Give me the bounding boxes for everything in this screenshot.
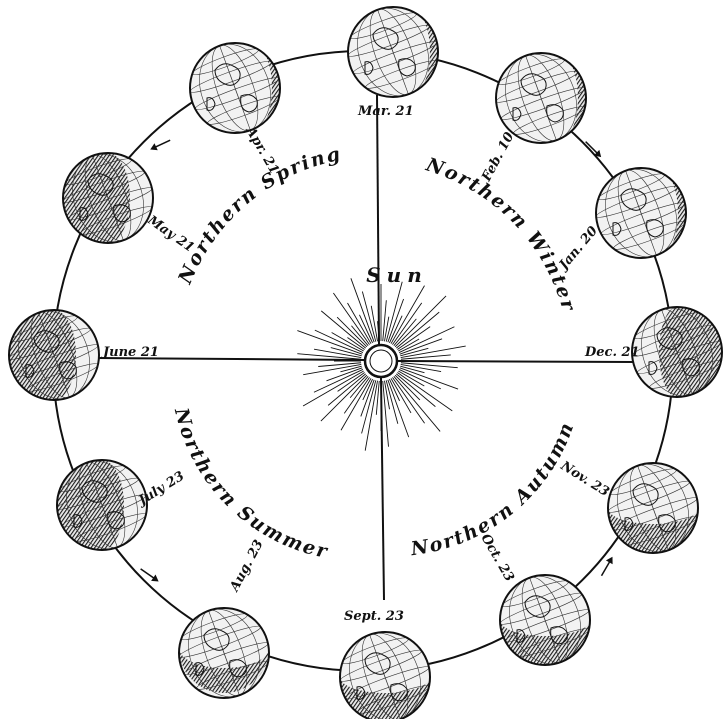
date-label-june-21: June 21 xyxy=(100,345,159,360)
sun-ray xyxy=(303,364,361,374)
axis-line-horizontal-right xyxy=(398,361,635,362)
sun-ray xyxy=(401,363,458,368)
sun-ray xyxy=(344,377,369,413)
earth-globe xyxy=(498,566,593,674)
sun-ray xyxy=(297,354,361,360)
arrow-icon xyxy=(584,140,603,159)
season-label-winter: Northern Winter xyxy=(422,153,579,314)
earth-globe xyxy=(188,34,283,142)
season-label-summer: Northern Summer xyxy=(170,405,331,563)
sun-ray xyxy=(401,346,466,357)
sun-ray xyxy=(400,368,458,389)
sun-ray xyxy=(401,355,451,359)
earth-globe xyxy=(594,159,689,267)
arrow-icon xyxy=(139,566,160,583)
date-label-feb-10: Feb. 10 xyxy=(479,130,518,185)
sun-ray xyxy=(395,296,446,347)
date-label-dec-21: Dec. 21 xyxy=(584,345,640,360)
sun-ray xyxy=(315,330,363,352)
sun-label: Sun xyxy=(366,263,428,287)
sun-ray xyxy=(351,278,374,342)
earth-globe xyxy=(61,144,156,252)
date-label-nov-23: Nov. 23 xyxy=(557,458,612,500)
sun-ray xyxy=(388,380,409,437)
sun-ray xyxy=(392,303,421,345)
globe-night-shade xyxy=(659,307,722,397)
sun-ray xyxy=(391,286,425,344)
sun-ray xyxy=(397,372,452,410)
earth-globe xyxy=(55,451,150,559)
date-label-sept-23: Sept. 23 xyxy=(344,609,404,624)
sun-ray xyxy=(314,369,363,392)
earth-globe xyxy=(338,623,433,719)
axis-line-vertical-bottom xyxy=(381,378,384,600)
earth-globe xyxy=(7,301,102,409)
earth-globe xyxy=(346,0,441,106)
date-label-mar-21: Mar. 21 xyxy=(357,104,414,119)
arrow-icon xyxy=(150,137,172,151)
date-label-jan-20: Jan. 20 xyxy=(555,224,601,275)
date-label-aug-23: Aug. 23 xyxy=(226,538,266,596)
date-label-oct-23: Oct. 23 xyxy=(478,532,517,585)
sun-ray xyxy=(395,375,420,400)
sun-ray xyxy=(384,317,388,342)
season-label-spring: Northern Spring xyxy=(174,143,344,288)
sun-ray xyxy=(383,381,389,447)
earth-globe xyxy=(630,298,725,406)
date-label-apr-21: Apr. 21 xyxy=(242,123,282,177)
earth-globe xyxy=(177,599,272,707)
earth-globe xyxy=(606,454,701,562)
sun-ray xyxy=(394,376,440,431)
sun-ray xyxy=(297,331,362,355)
date-label-may-21: May 21 xyxy=(144,212,197,255)
axis-line-vertical-top xyxy=(377,95,379,344)
